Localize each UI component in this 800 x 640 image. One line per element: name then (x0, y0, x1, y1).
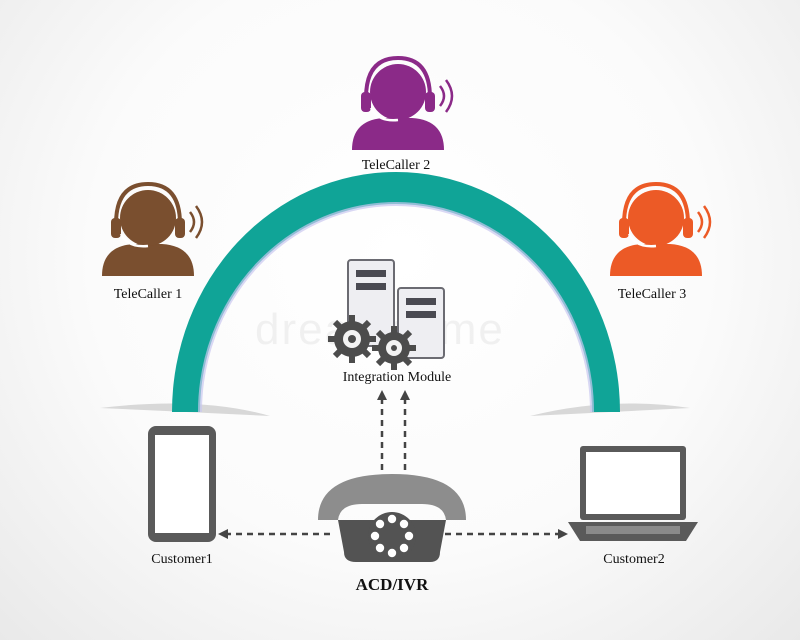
gear-icon (372, 326, 416, 370)
phone-to-integration-arrows (377, 390, 410, 470)
rotary-phone-icon (318, 474, 466, 562)
telecaller-1-icon (102, 181, 204, 276)
telecaller-1-label: TeleCaller 1 (113, 287, 183, 302)
telecaller-3-icon (610, 181, 712, 276)
telecaller-2-icon (352, 55, 454, 150)
laptop-icon (568, 446, 698, 541)
gear-icon (328, 315, 376, 363)
acd-ivr-label: ACD/IVR (355, 575, 429, 594)
smartphone-icon (148, 426, 216, 542)
telecaller-2-label: TeleCaller 2 (361, 158, 431, 173)
connection-arch (172, 172, 620, 412)
telecaller-3-label: TeleCaller 3 (617, 287, 687, 302)
phone-to-customer2-arrow (445, 529, 568, 539)
integration-module-label: Integration Module (342, 370, 452, 385)
customer1-label: Customer1 (151, 552, 213, 567)
customer2-label: Customer2 (603, 552, 665, 567)
arch-inner-glow (198, 202, 594, 413)
phone-to-customer1-arrow (218, 529, 330, 539)
